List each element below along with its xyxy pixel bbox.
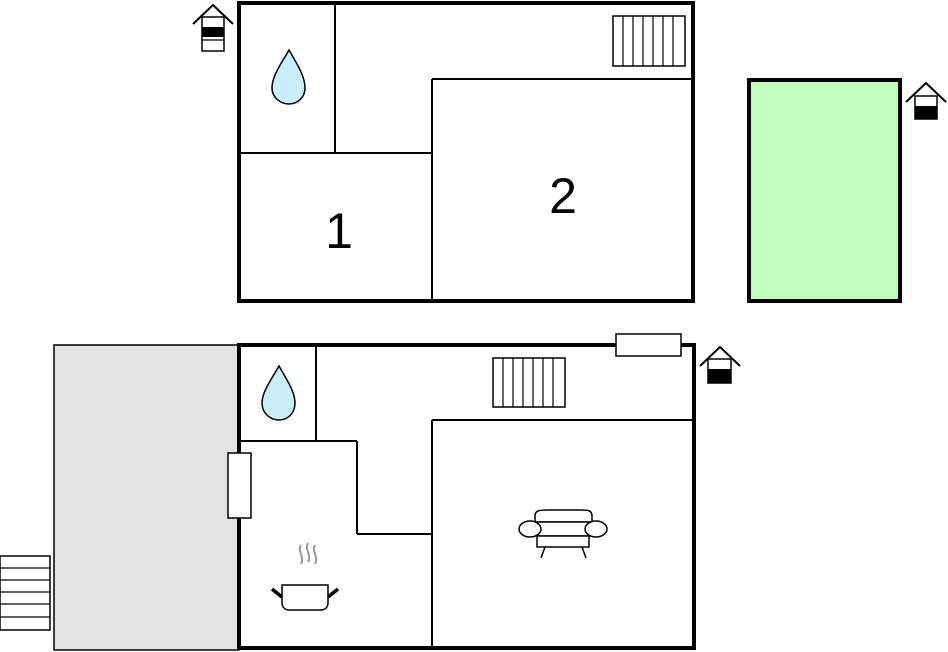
upper-floor: 1 2 [192, 1, 695, 303]
radiator-icon [612, 15, 686, 67]
water-drop-icon [261, 364, 296, 421]
water-drop-icon [271, 48, 306, 105]
terrace [53, 344, 240, 651]
cooking-pot-icon [270, 542, 340, 611]
pool-area [747, 78, 902, 303]
window-icon [615, 333, 682, 357]
radiator-icon [492, 357, 566, 408]
room-label-2: 2 [549, 168, 577, 224]
sofa-icon [518, 509, 608, 559]
house-exit-icon [699, 345, 741, 384]
house-exit-icon [192, 3, 234, 52]
stairs-icon [0, 555, 51, 631]
pool [747, 78, 947, 303]
room-label-1: 1 [325, 203, 353, 259]
window-icon [227, 452, 252, 519]
ground-floor [0, 333, 741, 651]
house-exit-icon [905, 81, 947, 120]
